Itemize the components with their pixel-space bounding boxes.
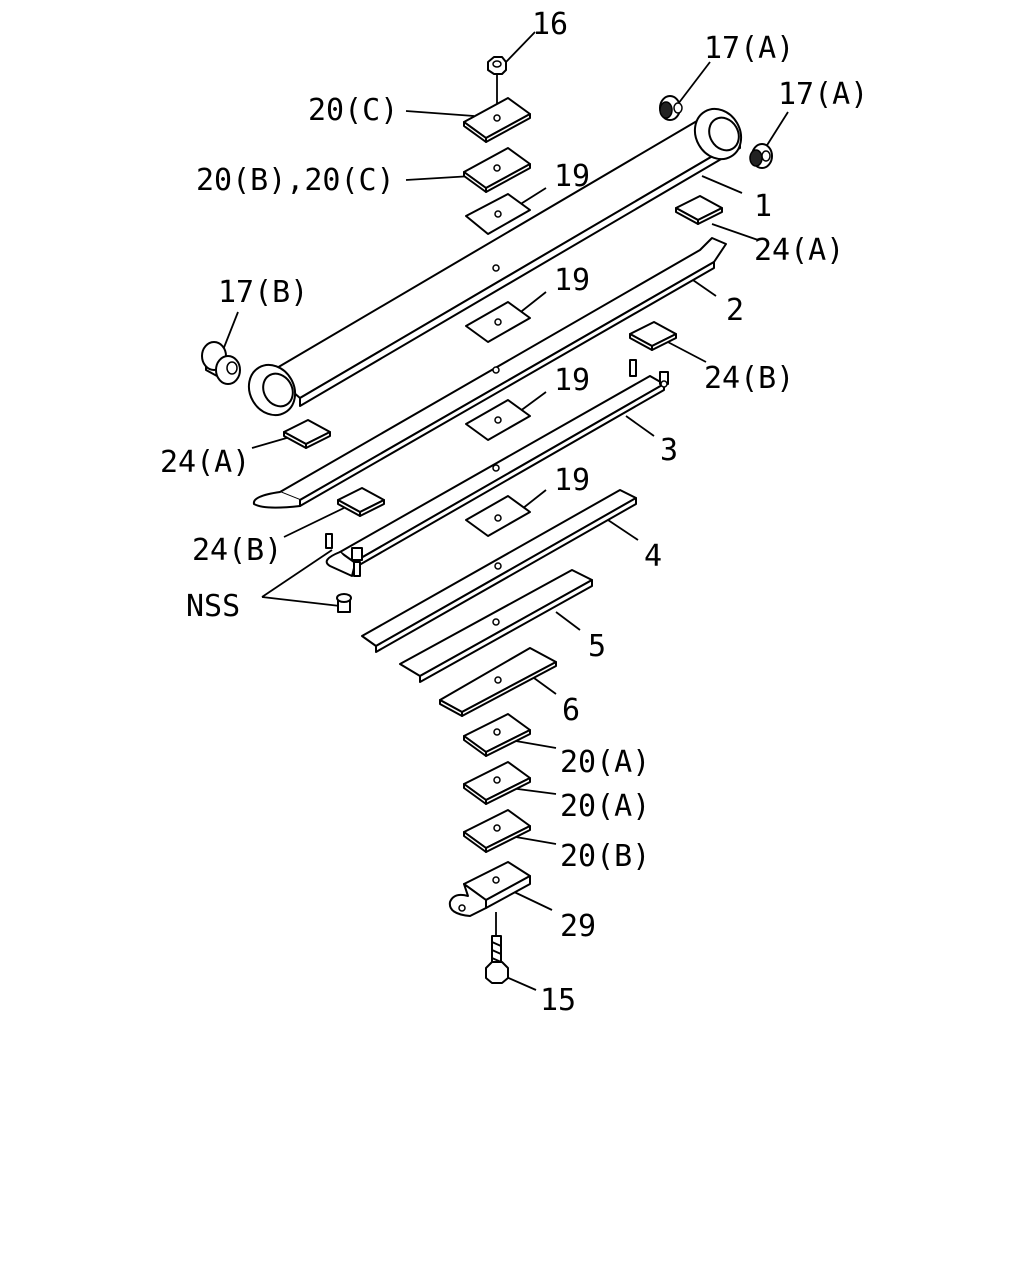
callout-24a-second: 24(A) bbox=[160, 445, 250, 480]
leaf-6 bbox=[439, 647, 557, 717]
leader-lines bbox=[222, 31, 789, 991]
callout-24b-second: 24(B) bbox=[192, 533, 282, 568]
callout-labels: 16 17(A) 17(A) 20(C) 20(B),20(C) 19 1 24… bbox=[160, 7, 868, 1018]
callout-24a-first: 24(A) bbox=[754, 233, 844, 268]
spacer-20b-20c bbox=[463, 147, 531, 193]
callout-24b-first: 24(B) bbox=[704, 361, 794, 396]
pad-24b-right bbox=[629, 321, 677, 351]
bracket-29 bbox=[448, 861, 531, 917]
callout-20a-second: 20(A) bbox=[560, 789, 650, 824]
callout-19-fourth: 19 bbox=[554, 463, 590, 498]
bushing-17a-left bbox=[659, 95, 683, 121]
leaf-4 bbox=[361, 489, 637, 653]
callout-29: 29 bbox=[560, 909, 596, 944]
leaf-3 bbox=[325, 359, 669, 577]
callout-19-first: 19 bbox=[554, 159, 590, 194]
callout-17a-first: 17(A) bbox=[704, 31, 794, 66]
callout-15: 15 bbox=[540, 983, 576, 1018]
pad-19-third bbox=[465, 399, 531, 441]
callout-20b-20c: 20(B),20(C) bbox=[196, 163, 395, 198]
spacer-20b bbox=[463, 809, 531, 853]
callout-6: 6 bbox=[562, 693, 580, 728]
callout-20c: 20(C) bbox=[308, 93, 398, 128]
bushing-17b bbox=[201, 341, 241, 385]
callout-17a-second: 17(A) bbox=[778, 77, 868, 112]
callout-nss: NSS bbox=[186, 589, 240, 624]
callout-3: 3 bbox=[660, 433, 678, 468]
leaf-1 bbox=[247, 107, 743, 417]
callout-2: 2 bbox=[726, 293, 744, 328]
callout-4: 4 bbox=[644, 539, 662, 574]
pad-19-fourth bbox=[465, 495, 531, 537]
callout-16: 16 bbox=[532, 7, 568, 42]
pad-19-second bbox=[465, 301, 531, 343]
spacer-20c bbox=[463, 97, 531, 143]
callout-20b: 20(B) bbox=[560, 839, 650, 874]
callout-19-second: 19 bbox=[554, 263, 590, 298]
callout-1: 1 bbox=[754, 189, 772, 224]
pad-24a-left bbox=[283, 419, 331, 449]
spacer-20a-second bbox=[463, 761, 531, 805]
callout-20a-first: 20(A) bbox=[560, 745, 650, 780]
leaf-2 bbox=[252, 237, 727, 509]
bolt-15 bbox=[485, 912, 509, 984]
nss-bolt bbox=[336, 593, 352, 613]
leaf-5 bbox=[399, 569, 593, 683]
pad-24a-right bbox=[675, 195, 723, 225]
bushing-17a-right bbox=[749, 143, 773, 169]
pad-24b-left bbox=[337, 487, 385, 517]
pad-19-top bbox=[465, 193, 531, 235]
spacer-20a-first bbox=[463, 713, 531, 757]
nut-16 bbox=[487, 56, 507, 104]
callout-19-third: 19 bbox=[554, 363, 590, 398]
callout-5: 5 bbox=[588, 629, 606, 664]
callout-17b: 17(B) bbox=[218, 275, 308, 310]
